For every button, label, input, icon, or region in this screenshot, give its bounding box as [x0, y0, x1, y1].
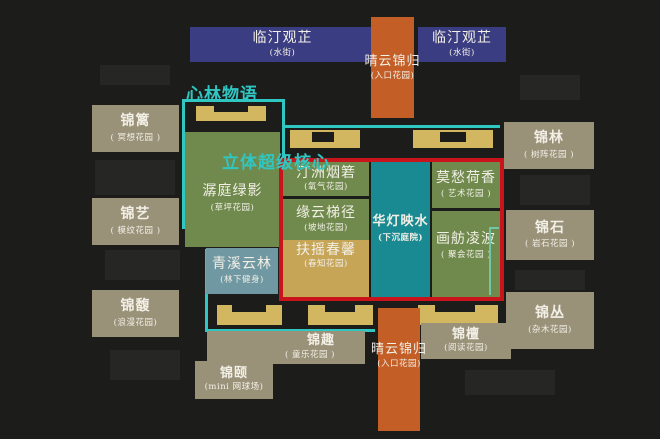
slope-garden-title: 缘云梯径: [296, 205, 356, 222]
gathering-garden[interactable]: 画舫凌波 ( 聚会花园 ): [432, 211, 500, 297]
building-notch: [440, 132, 466, 142]
water-street-right-title: 临汀观芷: [432, 30, 492, 47]
entrance-bottom-title: 晴云锦归: [371, 342, 428, 357]
left-garden-jinli-sub: ( 冥想花园 ): [110, 132, 161, 143]
water-street-left-title: 临汀观芷: [252, 30, 313, 47]
art-garden-title: 莫愁荷香: [436, 169, 496, 186]
oxygen-garden-sub: (氧气花园): [304, 182, 348, 193]
slope-garden-sub: (坡地花园): [304, 222, 348, 233]
xinlin-outline-bottom: [205, 329, 375, 332]
art-garden[interactable]: 莫愁荷香 ( 艺术花园 ): [432, 162, 500, 208]
background-building: [465, 370, 555, 395]
right-garden-jinlin[interactable]: 锦林 ( 树阵花园 ): [504, 122, 594, 169]
right-garden-jincong-sub: (杂木花园): [528, 324, 572, 335]
left-garden-jinli[interactable]: 锦篱 ( 冥想花园 ): [92, 105, 179, 152]
bottom-garden-jinyi-sub: (mini 网球场): [204, 382, 264, 393]
gathering-garden-title: 画舫凌波: [436, 231, 496, 247]
right-garden-jinshi-title: 锦石: [535, 219, 565, 236]
background-building: [105, 250, 180, 280]
left-garden-jinfu[interactable]: 锦馥 (浪漫花园): [92, 290, 179, 337]
building: [196, 106, 266, 121]
background-building: [515, 270, 585, 290]
water-street-right[interactable]: 临汀观芷 (水街): [418, 27, 506, 62]
spring-garden-sub: (春知花园): [304, 259, 348, 270]
right-garden-jincong[interactable]: 锦丛 (杂木花园): [506, 292, 594, 349]
spring-garden-title: 扶摇春馨: [296, 242, 356, 258]
entrance-top-sub: (入口花园): [370, 70, 415, 81]
xinlin-heading: 心林物语: [186, 85, 258, 105]
right-garden-jinlin-title: 锦林: [534, 130, 564, 147]
core-heading: 立体超级核心: [222, 153, 330, 173]
water-street-right-sub: (水街): [449, 47, 475, 58]
lawn-garden-sub: (草坪花园): [210, 202, 255, 213]
entrance-top-title: 晴云锦归: [364, 54, 421, 69]
building-notch: [214, 106, 248, 112]
water-street-left-sub: (水街): [269, 47, 296, 58]
sunken-courtyard-title: 华灯映水: [372, 214, 429, 229]
right-garden-jinshi[interactable]: 锦石 ( 岩石花园 ): [506, 210, 594, 260]
right-garden-jincong-title: 锦丛: [535, 305, 565, 322]
entrance-garden-bottom[interactable]: 晴云锦归 (入口花园): [371, 308, 426, 431]
oxygen-garden-title: 汀洲烟箬: [296, 164, 356, 181]
forest-fitness-sub: (林下健身): [220, 275, 264, 286]
building-notch: [312, 132, 334, 142]
right-garden-jinshi-sub: ( 岩石花园 ): [524, 239, 576, 250]
entrance-bottom-sub: (入口花园): [377, 358, 421, 369]
oxygen-garden[interactable]: 汀洲烟箬 (氧气花园): [283, 162, 369, 196]
forest-fitness-title: 青溪云林: [212, 255, 272, 272]
xinlin-outline-top-right: [282, 125, 500, 128]
bottom-garden-jintan[interactable]: 锦檀 (阅读花园): [421, 323, 511, 359]
entrance-garden-top[interactable]: 晴云锦归 (入口花园): [365, 17, 420, 118]
spring-garden[interactable]: 扶摇春馨 (春知花园): [283, 240, 369, 297]
building-notch: [232, 305, 266, 312]
forest-fitness[interactable]: 青溪云林 (林下健身): [206, 248, 278, 294]
bottom-garden-jinyi-tennis[interactable]: 锦颐 (mini 网球场): [195, 361, 273, 399]
left-garden-jinfu-title: 锦馥: [120, 298, 151, 315]
background-building: [100, 65, 170, 85]
building: [308, 305, 373, 325]
building-notch: [435, 305, 475, 312]
bottom-garden-jinqu-title: 锦趣: [306, 333, 335, 348]
left-garden-jinli-title: 锦篱: [120, 113, 151, 130]
slope-garden[interactable]: 缘云梯径 (坡地花园): [283, 199, 369, 240]
left-garden-jinfu-sub: (浪漫花园): [113, 317, 158, 328]
bottom-garden-jintan-title: 锦檀: [451, 326, 480, 342]
left-garden-jinyi-sub: ( 模纹花园 ): [110, 225, 161, 236]
art-garden-sub: ( 艺术花园 ): [440, 189, 492, 200]
bottom-garden-jinqu[interactable]: 锦趣 ( 童乐花园 ): [207, 331, 365, 364]
sunken-courtyard-sub: (下沉庭院): [377, 232, 424, 243]
water-street-left[interactable]: 临汀观芷 (水街): [190, 27, 375, 62]
background-building: [110, 350, 180, 380]
lawn-garden[interactable]: 潺庭绿影 (草坪花园): [185, 132, 280, 247]
bottom-garden-jinyi-title: 锦颐: [219, 365, 248, 381]
right-garden-jinlin-sub: ( 树阵花园 ): [523, 149, 575, 160]
background-building: [520, 75, 580, 100]
cyan-path-line: [489, 227, 491, 295]
gathering-garden-sub: ( 聚会花园 ): [440, 250, 492, 261]
left-garden-jinyi-title: 锦艺: [120, 206, 151, 223]
background-building: [95, 160, 175, 195]
bottom-garden-jinqu-sub: ( 童乐花园 ): [284, 349, 335, 360]
cyan-path-line: [489, 227, 499, 229]
left-garden-jinyi[interactable]: 锦艺 ( 模纹花园 ): [92, 198, 179, 245]
building-notch: [325, 305, 355, 312]
lawn-garden-title: 潺庭绿影: [202, 183, 263, 200]
sunken-courtyard[interactable]: 华灯映水 (下沉庭院): [371, 162, 430, 297]
bottom-garden-jintan-sub: (阅读花园): [444, 343, 488, 354]
background-building: [520, 175, 590, 205]
